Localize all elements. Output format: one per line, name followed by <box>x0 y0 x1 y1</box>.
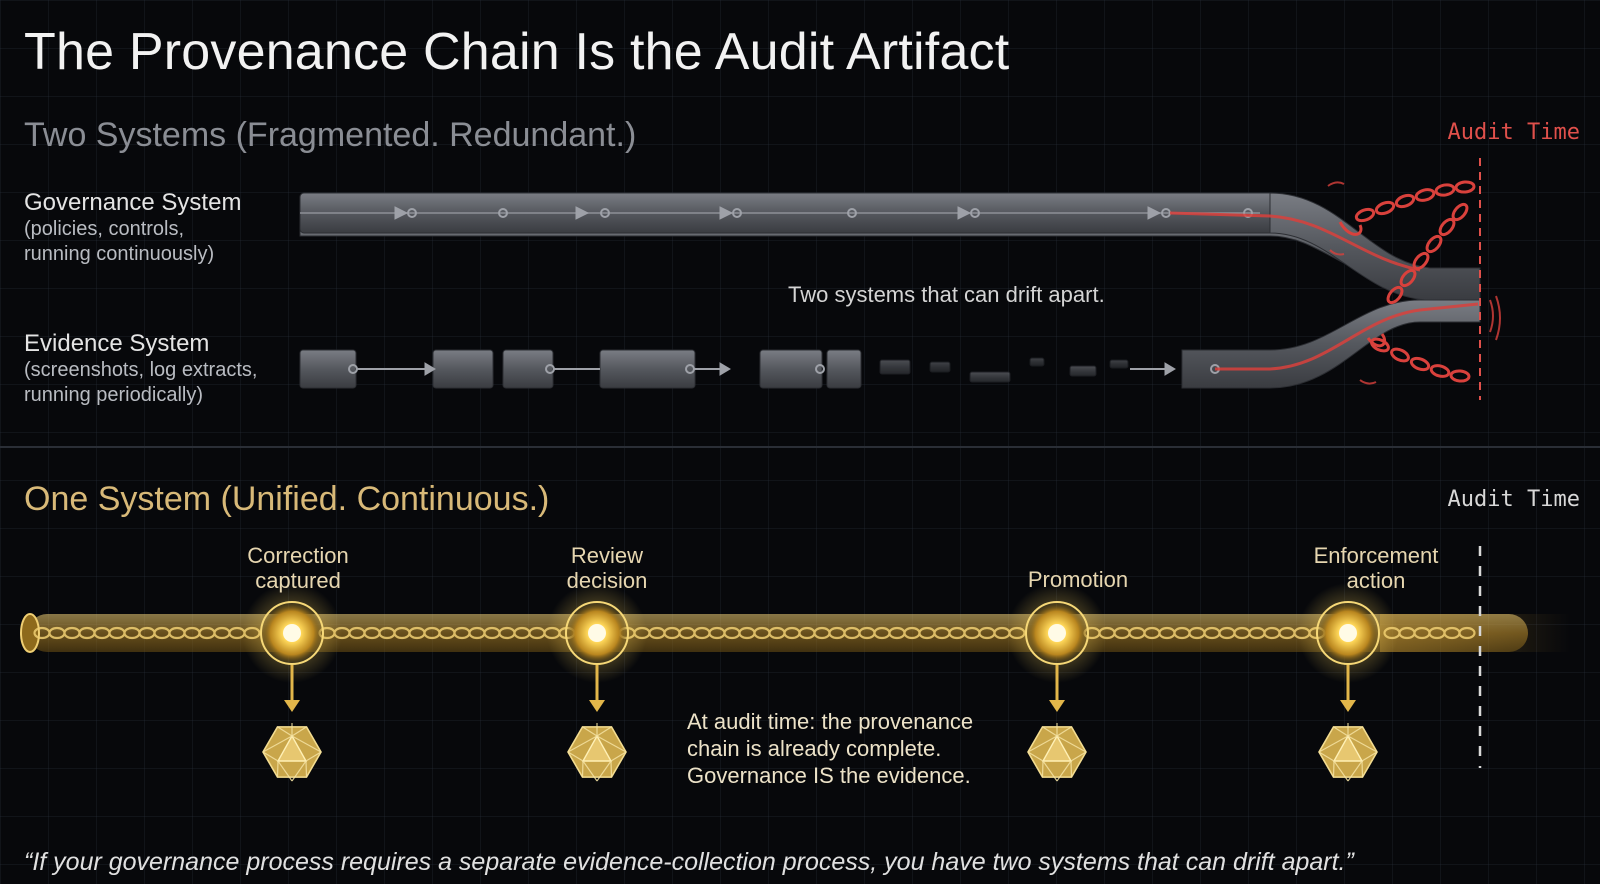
chain-link <box>1458 626 1476 640</box>
milestone-label-promotion: Promotion <box>978 567 1178 592</box>
governance-system-desc-2: running continuously) <box>24 243 215 265</box>
node-core <box>1339 624 1357 642</box>
milestone-node-1 <box>242 583 342 782</box>
governance-red-flow <box>1169 211 1421 272</box>
down-arrow-head <box>284 700 300 712</box>
milestone-node-4 <box>1298 583 1398 782</box>
evidence-system-name: Evidence System <box>24 330 210 357</box>
red-chain-links <box>1338 180 1476 383</box>
audit-note-line: At audit time: the provenance <box>687 709 974 734</box>
down-arrow-head <box>589 700 605 712</box>
node-core <box>1048 624 1066 642</box>
audit-time-label-bottom: Audit Time <box>1447 487 1580 512</box>
milestone-graphics <box>242 583 1398 782</box>
milestone-label-enforcement: Enforcement action <box>1276 543 1476 593</box>
two-systems-heading: Two Systems (Fragmented. Redundant.) <box>24 116 637 154</box>
governance-flow-markers <box>394 206 1253 220</box>
page-title: The Provenance Chain Is the Audit Artifa… <box>24 23 1010 81</box>
governance-system-desc-1: (policies, controls, <box>24 218 185 240</box>
node-core <box>283 624 301 642</box>
milestone-label-correction: Correction captured <box>198 543 398 593</box>
evidence-red-flow <box>1215 302 1479 371</box>
closing-quote: “If your governance process requires a s… <box>24 848 1354 876</box>
milestone-label-line: action <box>1346 568 1406 593</box>
milestone-node-3 <box>1007 583 1107 782</box>
evidence-gem-icon <box>262 723 322 782</box>
section-divider <box>0 446 1600 448</box>
evidence-gem-icon <box>1318 723 1378 782</box>
down-arrow-head <box>1049 700 1065 712</box>
milestone-node-2 <box>547 583 647 782</box>
one-system-heading: One System (Unified. Continuous.) <box>24 480 550 518</box>
evidence-system-desc-1: (screenshots, log extracts, <box>24 359 258 381</box>
milestone-label-line: captured <box>255 568 341 593</box>
milestone-label-review: Review decision <box>507 543 707 593</box>
down-arrow-head <box>1340 700 1356 712</box>
milestone-label-line: Enforcement <box>1313 543 1439 568</box>
governance-pipe <box>299 192 1481 301</box>
gold-chain-tube <box>28 614 1528 652</box>
audit-time-note: At audit time: the provenance chain is a… <box>687 708 973 789</box>
evidence-system-desc-2: running periodically) <box>24 384 203 406</box>
node-core <box>588 624 606 642</box>
milestone-label-line: Promotion <box>1027 567 1129 592</box>
milestone-label-line: Review <box>570 543 644 568</box>
evidence-gem-icon <box>567 723 627 782</box>
strain-marks <box>1327 181 1501 385</box>
milestone-label-line: decision <box>566 568 648 593</box>
drift-note: Two systems that can drift apart. <box>788 282 1105 307</box>
audit-note-line: Governance IS the evidence. <box>687 763 971 788</box>
evidence-system-label: Evidence System (screenshots, log extrac… <box>24 330 257 408</box>
gold-chain-end <box>20 613 40 653</box>
evidence-gem-icon <box>1027 723 1087 782</box>
governance-system-name: Governance System <box>24 189 242 216</box>
evidence-pipe-fragments <box>299 299 1481 389</box>
evidence-flow-markers <box>348 362 1220 376</box>
milestone-label-line: Correction <box>247 543 349 568</box>
audit-note-line: chain is already complete. <box>687 736 942 761</box>
audit-time-label-top: Audit Time <box>1447 120 1580 145</box>
governance-system-label: Governance System (policies, controls, r… <box>24 189 241 267</box>
